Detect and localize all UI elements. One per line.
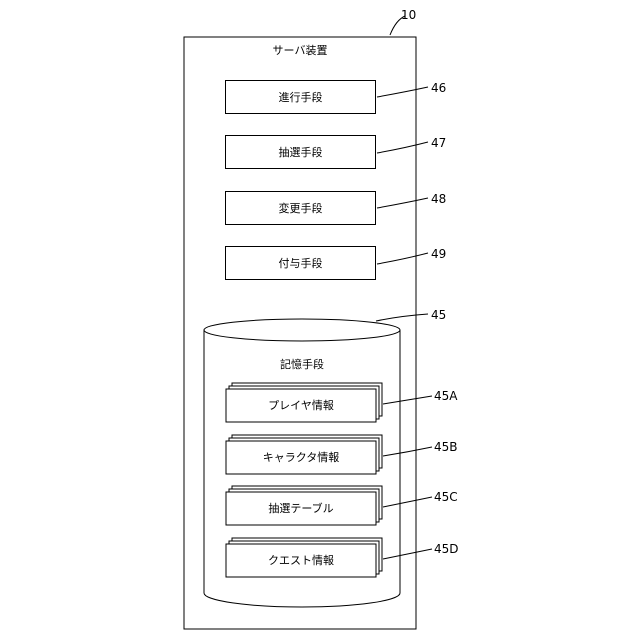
storage-ref: 45 [431,308,446,322]
unit-change-box: 変更手段 [225,191,376,225]
storage-item-label: プレイヤ情報 [268,399,334,413]
storage-item-label: 抽選テーブル [268,502,333,516]
storage-cylinder-top [204,319,400,341]
unit-lottery-box: 抽選手段 [225,135,376,169]
storage-item-ref: 45A [434,389,457,403]
unit-change-label: 変更手段 [279,200,323,216]
unit-grant-box: 付与手段 [225,246,376,280]
unit-progress-label: 進行手段 [279,89,323,105]
unit-change-ref: 48 [431,192,446,206]
unit-progress-ref: 46 [431,81,446,95]
storage-item-ref: 45D [434,542,459,556]
storage-title: 記憶手段 [280,358,324,372]
unit-lottery-ref: 47 [431,136,446,150]
server-ref: 10 [401,8,416,22]
unit-grant-ref: 49 [431,247,446,261]
storage-item-ref: 45B [434,440,458,454]
storage-item-ref: 45C [434,490,458,504]
server-title: サーバ装置 [273,44,328,58]
unit-lottery-label: 抽選手段 [279,144,323,160]
unit-grant-label: 付与手段 [279,255,323,271]
storage-item-label: クエスト情報 [268,554,334,568]
unit-progress-box: 進行手段 [225,80,376,114]
storage-item-label: キャラクタ情報 [263,451,340,465]
